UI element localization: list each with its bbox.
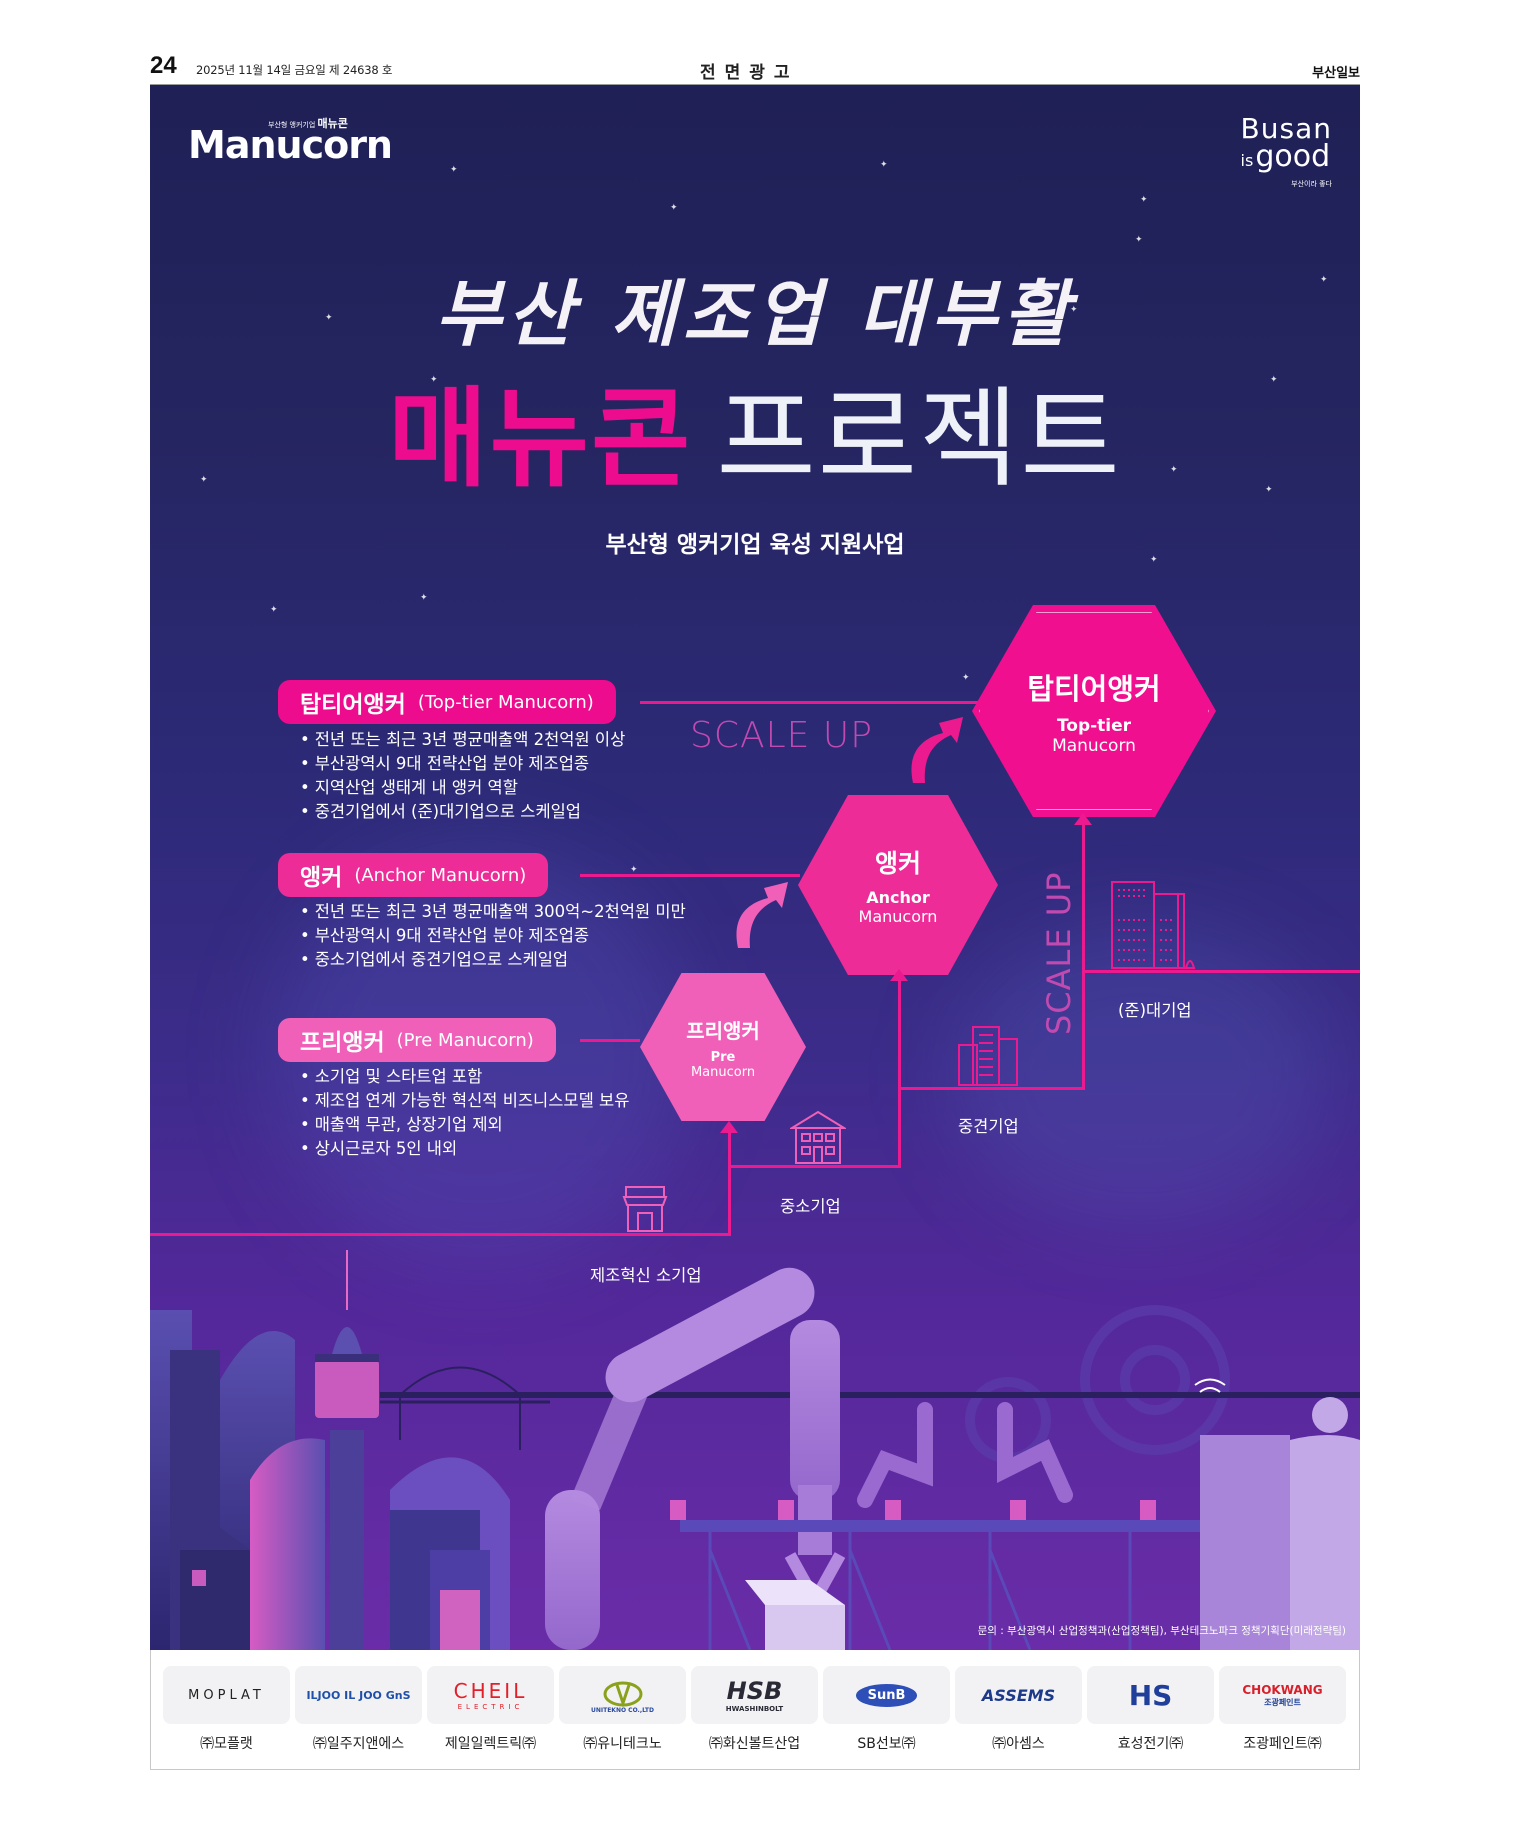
star-icon: ✦ [670,203,678,213]
sponsor-logo: SunB [823,1666,950,1724]
section-title: 전면광고 [700,63,799,83]
pre-criteria: 소기업 및 스타트업 포함 제조업 연계 가능한 혁신적 비즈니스모델 보유 매… [300,1065,630,1161]
star-icon: ✦ [200,475,208,485]
star-icon: ✦ [450,165,458,175]
busan-is-good-logo: Busan isgood 부산이라 좋다 [1240,112,1332,189]
sponsor-logo: HS [1087,1666,1214,1724]
page-number: 24 [150,52,177,79]
star-icon: ✦ [1265,485,1273,495]
arrow-up-icon [890,969,908,981]
star-icon: ✦ [880,160,888,170]
skyscraper-icon [1111,881,1196,969]
star-icon: ✦ [325,313,333,323]
sponsor-iljoo: ILJOO IL JOO GnS ㈜일주지앤에스 [295,1666,422,1753]
connector-line [580,874,800,877]
advertisement: ✦ ✦ ✦ ✦ ✦ ✦ ✦ ✦ ✦ ✦ ✦ ✦ ✦ ✦ ✦ ✦ ✦ ✦ ✦ 부산… [150,85,1360,1650]
star-icon: ✦ [1070,305,1078,315]
star-icon: ✦ [270,605,278,615]
top-tier-criteria: 전년 또는 최근 3년 평균매출액 2천억원 이상 부산광역시 9대 전략산업 … [300,728,626,824]
city-factory-illustration [150,1250,1360,1650]
sponsor-logo: ILJOO IL JOO GnS [295,1666,422,1724]
growth-path [728,1165,900,1168]
tier-pill-top-tier: 탑티어앵커 (Top-tier Manucorn) [278,680,616,724]
growth-path [1082,970,1360,973]
growth-path [898,980,901,1168]
logo-tagline: 부산형 앵커기업 매뉴콘 [268,117,348,130]
star-icon: ✦ [1170,465,1178,475]
star-icon: ✦ [430,375,438,385]
curved-arrow-icon [736,882,788,948]
star-icon: ✦ [1150,555,1158,565]
scale-up-label-vertical: SCALE UP [1040,871,1078,1035]
sponsor-logo: UNITEKNO CO.,LTD [559,1666,686,1724]
headline-brand: 매뉴콘 [388,377,693,502]
stage-label-midsize: 중견기업 [958,1117,1019,1136]
arrow-up-icon [1074,813,1092,825]
sponsor-unitekno: UNITEKNO CO.,LTD ㈜유니테크노 [559,1666,686,1753]
connector-line [580,1039,640,1042]
issue-date: 2025년 11월 14일 금요일 제 24638 호 [196,63,393,77]
tier-pill-anchor: 앵커 (Anchor Manucorn) [278,853,549,897]
star-icon: ✦ [420,593,428,603]
star-icon: ✦ [1270,375,1278,385]
logo-wordmark: Manucorn [188,123,393,167]
sponsor-moplat: MOPLAT ㈜모플랫 [163,1666,290,1753]
star-icon: ✦ [1140,195,1148,205]
sponsor-logo: MOPLAT [163,1666,290,1724]
sponsor-hyosung: HS 효성전기㈜ [1087,1666,1214,1753]
star-icon: ✦ [1320,275,1328,285]
tier-pill-pre: 프리앵커 (Pre Manucorn) [278,1018,556,1062]
sponsor-chokwang: CHOKWANG 조광페인트 조광페인트㈜ [1219,1666,1346,1753]
paper-name: 부산일보 [1312,66,1360,81]
house-icon [790,1110,846,1164]
anchor-criteria: 전년 또는 최근 3년 평균매출액 300억~2천억원 미만 부산광역시 9대 … [300,900,686,972]
subheadline: 부산형 앵커기업 육성 지원사업 [605,532,905,558]
sponsor-logo: CHEIL ELECTRIC [427,1666,554,1724]
star-icon: ✦ [630,865,638,875]
contact-info: 문의 : 부산광역시 산업정책과(산업정책팀), 부산테크노파크 정책기획단(미… [977,1625,1346,1637]
unitekno-emblem-icon [603,1681,642,1707]
growth-path [150,1233,730,1236]
sponsor-assems: ASSEMS ㈜아셈스 [955,1666,1082,1753]
stage-label-large: (준)대기업 [1118,1001,1192,1020]
stage-label-small-innovative: 제조혁신 소기업 [590,1266,702,1285]
headline-project: 프로젝트 [716,377,1122,502]
hexagon-anchor: 앵커 Anchor Manucorn [798,795,998,975]
hexagon-top-tier: 탑티어앵커 Top-tier Manucorn [972,605,1216,817]
sponsor-logo: ASSEMS [955,1666,1082,1724]
sponsor-cheil: CHEIL ELECTRIC 제일일렉트릭㈜ [427,1666,554,1753]
stage-label-sme: 중소기업 [780,1197,841,1216]
connector-line [640,701,980,704]
sponsor-logo: CHOKWANG 조광페인트 [1219,1666,1346,1724]
glow-decoration [950,925,1330,1225]
newspaper-header: 24 2025년 11월 14일 금요일 제 24638 호 전면광고 부산일보 [150,52,1360,84]
scale-up-label: SCALE UP [690,715,873,756]
star-icon: ✦ [962,673,970,683]
arrow-up-icon [720,1121,738,1133]
growth-path [898,1087,1084,1090]
office-building-icon [958,1026,1018,1086]
headline-calligraphy: 부산 제조업 대부활 [434,271,1076,356]
curved-arrow-icon [911,717,963,783]
sponsors-strip: MOPLAT ㈜모플랫 ILJOO IL JOO GnS ㈜일주지앤에스 CHE… [150,1650,1360,1770]
growth-path [728,1133,731,1236]
shop-icon [622,1186,668,1232]
star-icon: ✦ [1135,235,1143,245]
sponsor-logo: HSB HWASHINBOLT [691,1666,818,1724]
header-divider [150,84,1360,85]
growth-path [1082,825,1085,1090]
sponsor-hwashin: HSB HWASHINBOLT ㈜화신볼트산업 [691,1666,818,1753]
sponsor-sunbo: SunB SB선보㈜ [823,1666,950,1753]
